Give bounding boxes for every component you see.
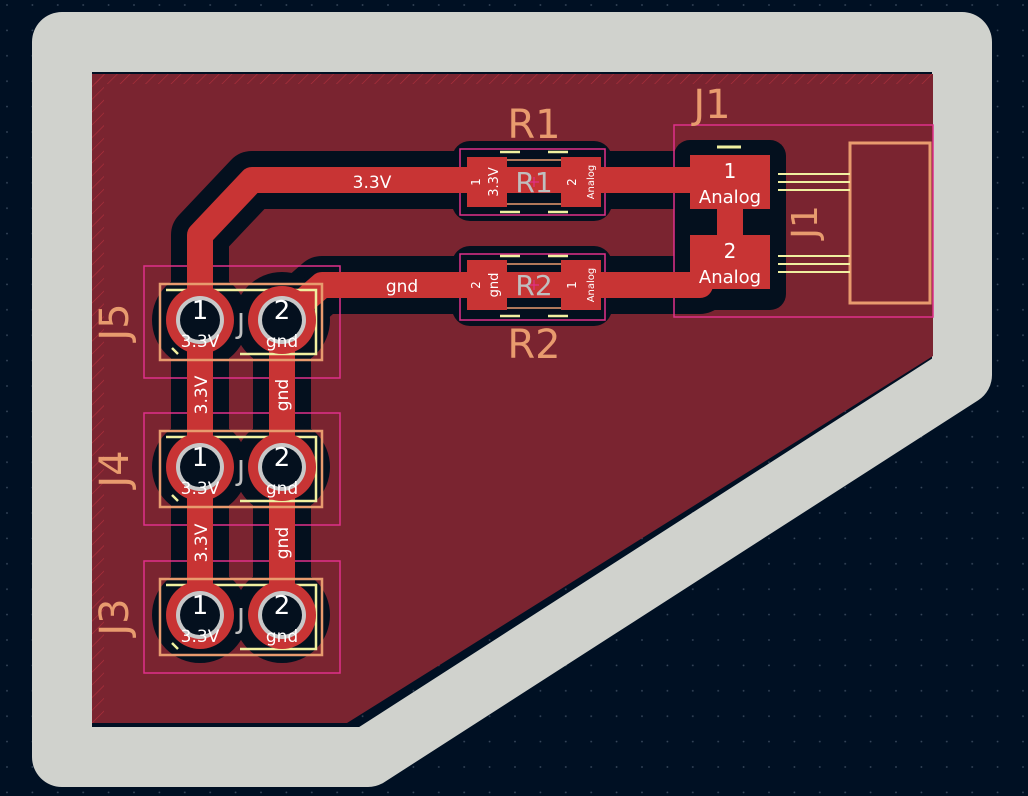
j3-ref-label[interactable]: J3 [92, 598, 138, 638]
footprint-anchors [529, 177, 539, 290]
j5-pad-1-number: 1 [192, 296, 209, 326]
j1-ref-label[interactable]: J1 [690, 82, 730, 128]
r2-silk [500, 254, 568, 318]
j1-fab-outline [848, 141, 932, 305]
r1-pad-1[interactable] [467, 157, 507, 207]
header-silk-outlines [166, 288, 318, 651]
j1-pad-1[interactable] [690, 155, 770, 209]
j1-fab-ref-label[interactable]: J1 [785, 205, 826, 241]
trace-label-j4-j3-gnd: gnd [273, 527, 293, 559]
r1-pad-1-net: 3.3V [487, 167, 502, 197]
zone-hatch-top [92, 74, 933, 84]
trace-label-gnd-top: gnd [386, 277, 418, 297]
j5-pad-2-net: gnd [266, 332, 298, 352]
j3-pad-1-net: 3.3V [181, 627, 220, 647]
trace-label-j5-j4-gnd: gnd [273, 379, 293, 411]
j1-pad-2-number: 2 [724, 239, 737, 263]
r2-pad-2-net: gnd [487, 273, 502, 298]
j4-pad-1-number: 1 [192, 443, 209, 473]
r2-pad-2[interactable] [467, 260, 507, 310]
j1-pad-2[interactable] [690, 235, 770, 289]
header-fab-outlines [158, 282, 324, 657]
trace-label-vcc-top: 3.3V [353, 173, 392, 193]
j5-ref-label[interactable]: J5 [92, 303, 138, 343]
trace-label-j4-j3-vcc: 3.3V [192, 523, 212, 562]
j4-pad-2-number: 2 [274, 443, 291, 473]
j1-pad-2-net: Analog [699, 267, 761, 288]
r2-pad-1[interactable] [561, 260, 601, 310]
j5-pad-1-net: 3.3V [181, 332, 220, 352]
r2-fab-ref: R2 [515, 269, 552, 302]
j3-pad-2-net: gnd [266, 627, 298, 647]
j4-pad-1-net: 3.3V [181, 479, 220, 499]
r1-pad-2-net: Analog [586, 165, 597, 200]
j1-pad-1-number: 1 [724, 159, 737, 183]
r2-pad-2-number: 2 [469, 281, 483, 289]
r2-pad-1-net: Analog [586, 268, 597, 303]
r1-ref-label[interactable]: R1 [507, 102, 560, 148]
j3-pad-1-number: 1 [192, 591, 209, 621]
r1-pad-2-number: 2 [565, 178, 579, 186]
j5-fab-ref: J [235, 307, 245, 340]
j5-pad-2-number: 2 [274, 296, 291, 326]
r2-pad-1-number: 1 [565, 281, 579, 289]
zone-hatch-edge [92, 74, 104, 723]
board-outline-edge-cuts[interactable] [32, 12, 992, 787]
j4-pad-2-net: gnd [266, 479, 298, 499]
j4-fab-ref: J [235, 454, 245, 487]
j1-pad-1-net: Analog [699, 187, 761, 208]
r1-silk [500, 150, 568, 214]
r1-fab-ref: R1 [515, 166, 552, 199]
j1-pins [778, 173, 850, 273]
r1-pad-1-number: 1 [469, 178, 483, 186]
j3-pad-2-number: 2 [274, 591, 291, 621]
r1-pad-2[interactable] [561, 157, 601, 207]
trace-label-j5-j4-vcc: 3.3V [192, 375, 212, 414]
j3-fab-ref: J [235, 602, 245, 635]
r2-ref-label[interactable]: R2 [507, 322, 560, 368]
j4-ref-label[interactable]: J4 [92, 450, 138, 490]
header-pads[interactable] [166, 286, 316, 649]
